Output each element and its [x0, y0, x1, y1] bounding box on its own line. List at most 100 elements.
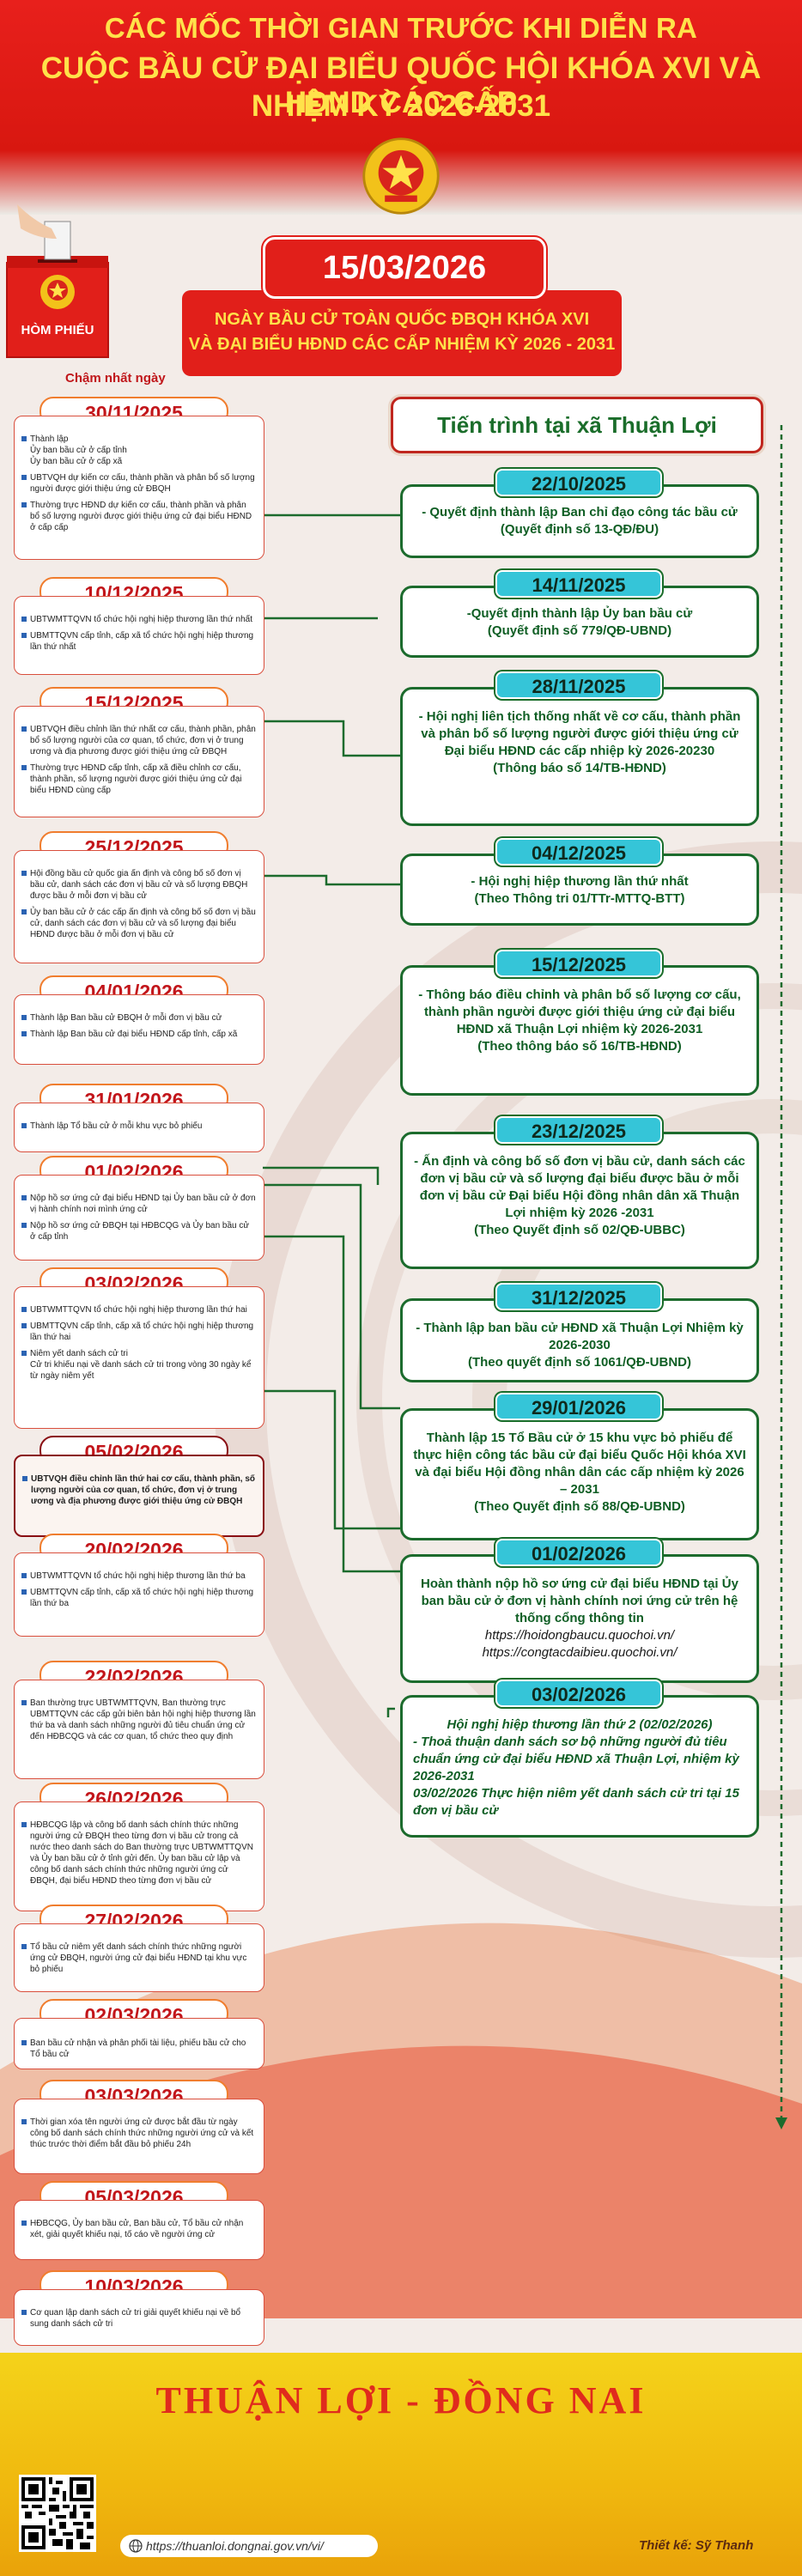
local-milestone-date: 31/12/2025: [495, 1283, 662, 1310]
header-line-3: NHIỆM KỲ 2026-2031: [251, 89, 551, 123]
left-task: UBMTTQVN cấp tỉnh, cấp xã tổ chức hội ng…: [21, 1321, 257, 1343]
local-process-title: Tiến trình tại xã Thuận Lợi: [391, 397, 763, 453]
left-task: UBTWMTTQVN tổ chức hội nghị hiệp thương …: [21, 1304, 257, 1315]
left-milestone-box: Thời gian xóa tên người ứng cử được bắt …: [14, 2099, 264, 2174]
left-task: UBTVQH điều chỉnh lần thứ nhất cơ cấu, t…: [21, 724, 257, 757]
local-milestone-ref: (Theo Thông tri 01/TTr-MTTQ-BTT): [474, 891, 685, 906]
left-milestone-box: Thành lập Tổ bầu cử ở mỗi khu vực bỏ phi…: [14, 1103, 264, 1152]
local-milestone-date: 23/12/2025: [495, 1116, 662, 1144]
local-milestone-box: Hoàn thành nộp hồ sơ ứng cử đại biểu HĐN…: [400, 1554, 759, 1683]
left-task: Niêm yết danh sách cử tri Cử tri khiếu n…: [21, 1348, 257, 1382]
left-milestone-box: Thành lập Ban bầu cử ĐBQH ở mỗi đơn vị b…: [14, 994, 264, 1065]
local-milestone-ref: (Thông báo số 14/TB-HĐND): [493, 761, 666, 775]
header-line-2: CUỘC BẦU CỬ ĐẠI BIỂU QUỐC HỘI KHÓA XVI V…: [40, 52, 762, 119]
left-task: UBTWMTTQVN tổ chức hội nghị hiệp thương …: [21, 614, 257, 625]
left-task: Ban thường trực UBTWMTTQVN, Ban thường t…: [21, 1698, 257, 1742]
local-milestone-box: - Ấn định và công bố số đơn vị bầu cử, d…: [400, 1132, 759, 1269]
local-milestone-ref: (Theo Quyết định số 88/QĐ-UBND): [474, 1499, 685, 1514]
local-milestone-date: 03/02/2026: [495, 1680, 662, 1707]
local-milestone-text: - Thoả thuận danh sách sơ bộ những người…: [413, 1735, 739, 1783]
local-milestone-text: - Hội nghị hiệp thương lần thứ nhất: [471, 874, 689, 889]
local-milestone-date: 04/12/2025: [495, 838, 662, 866]
left-task: Thành lập Ban bầu cử đại biểu HĐND cấp t…: [21, 1029, 257, 1040]
left-task: UBMTTQVN cấp tỉnh, cấp xã tổ chức hội ng…: [21, 630, 257, 653]
left-milestone-box: UBTVQH điều chỉnh lần thứ hai cơ cấu, th…: [14, 1455, 264, 1537]
left-task: Tổ bầu cử niêm yết danh sách chính thức …: [21, 1941, 257, 1975]
local-milestone-box: Hội nghị hiệp thương lần thứ 2 (02/02/20…: [400, 1695, 759, 1838]
left-task: Thành lập Ủy ban bầu cử ở cấp tỉnh Ủy ba…: [21, 434, 257, 467]
left-milestone-box: Ban thường trực UBTWMTTQVN, Ban thường t…: [14, 1680, 264, 1779]
election-description: NGÀY BẦU CỬ TOÀN QUỐC ĐBQH KHÓA XVI VÀ Đ…: [182, 290, 622, 376]
deadline-label: Chậm nhất ngày: [65, 371, 166, 386]
left-task: UBMTTQVN cấp tỉnh, cấp xã tổ chức hội ng…: [21, 1587, 257, 1609]
election-line-2: VÀ ĐẠI BIỂU HĐND CÁC CẤP NHIỆM KỲ 2026 -…: [188, 335, 616, 354]
local-milestone-ref: (Quyết định số 13-QĐ/ĐU): [500, 522, 659, 537]
election-date-badge: 15/03/2026: [263, 237, 546, 299]
left-milestone-box: UBTWMTTQVN tổ chức hội nghị hiệp thương …: [14, 596, 264, 675]
left-task: Cơ quan lập danh sách cử tri giải quyết …: [21, 2307, 257, 2330]
left-task: UBTVQH dự kiến cơ cấu, thành phần và phâ…: [21, 472, 257, 495]
local-milestone-text: - Quyết định thành lập Ban chỉ đạo công …: [422, 505, 738, 519]
left-milestone-box: Hội đồng bầu cử quốc gia ấn định và công…: [14, 850, 264, 963]
left-task: Thường trực HĐND cấp tỉnh, cấp xã điều c…: [21, 762, 257, 796]
left-task: Hội đồng bầu cử quốc gia ấn định và công…: [21, 868, 257, 902]
left-milestone-box: Tổ bầu cử niêm yết danh sách chính thức …: [14, 1923, 264, 1992]
local-milestone-text: Hội nghị hiệp thương lần thứ 2 (02/02/20…: [447, 1717, 713, 1732]
header-line-1: CÁC MỐC THỜI GIAN TRƯỚC KHI DIỄN RA: [104, 12, 698, 44]
local-milestone-text: Thành lập 15 Tổ Bầu cử ở 15 khu vực bỏ p…: [413, 1431, 746, 1497]
local-link[interactable]: https://congtacdaibieu.quochoi.vn/: [482, 1645, 677, 1660]
local-milestone-date: 29/01/2026: [495, 1393, 662, 1420]
left-task: UBTWMTTQVN tổ chức hội nghị hiệp thương …: [21, 1571, 257, 1582]
left-milestone-box: UBTVQH điều chỉnh lần thứ nhất cơ cấu, t…: [14, 706, 264, 817]
left-task: HĐBCQG lập và công bố danh sách chính th…: [21, 1820, 257, 1886]
left-milestone-box: Nộp hồ sơ ứng cử đại biểu HĐND tại Ủy ba…: [14, 1175, 264, 1261]
local-milestone-ref: (Theo Quyết định số 02/QĐ-UBBC): [474, 1223, 685, 1237]
website-url[interactable]: https://thuanloi.dongnai.gov.vn/vi/: [120, 2535, 378, 2557]
left-milestone-box: UBTWMTTQVN tổ chức hội nghị hiệp thương …: [14, 1552, 264, 1637]
left-task: Ủy ban bầu cử ở các cấp ấn định và công …: [21, 907, 257, 940]
footer-title: THUẬN LỢI - ĐỒNG NAI: [155, 2379, 647, 2421]
left-task: Ban bầu cử nhận và phân phối tài liệu, p…: [21, 2038, 257, 2060]
left-task: Nộp hồ sơ ứng cử ĐBQH tại HĐBCQG và Ủy b…: [21, 1220, 257, 1242]
local-milestone-box: - Thành lập ban bầu cử HĐND xã Thuận Lợi…: [400, 1298, 759, 1382]
left-milestone-box: Cơ quan lập danh sách cử tri giải quyết …: [14, 2289, 264, 2346]
local-link[interactable]: https://hoidongbaucu.quochoi.vn/: [484, 1628, 675, 1643]
left-milestone-box: HĐBCQG lập và công bố danh sách chính th…: [14, 1801, 264, 1911]
local-milestone-text: Hoàn thành nộp hồ sơ ứng cử đại biểu HĐN…: [421, 1577, 738, 1625]
left-task: Thời gian xóa tên người ứng cử được bắt …: [21, 2117, 257, 2150]
local-milestone-date: 14/11/2025: [495, 570, 662, 598]
local-milestone-text: - Thông báo điều chỉnh và phân bổ số lượ…: [418, 987, 741, 1036]
local-milestone-box: - Hội nghị liên tịch thống nhất về cơ cấ…: [400, 687, 759, 826]
left-task: Thường trực HĐND dự kiến cơ cấu, thành p…: [21, 500, 257, 533]
local-milestone-box: - Thông báo điều chỉnh và phân bổ số lượ…: [400, 965, 759, 1096]
ballot-box: HÒM PHIẾU: [0, 196, 129, 368]
local-milestone-date: 22/10/2025: [495, 469, 662, 496]
local-milestone-text: - Hội nghị liên tịch thống nhất về cơ cấ…: [418, 709, 741, 758]
left-task: UBTVQH điều chỉnh lần thứ hai cơ cấu, th…: [22, 1473, 256, 1507]
left-milestone-box: UBTWMTTQVN tổ chức hội nghị hiệp thương …: [14, 1286, 264, 1429]
local-milestone-box: Thành lập 15 Tổ Bầu cử ở 15 khu vực bỏ p…: [400, 1408, 759, 1540]
local-milestone-text: - Ấn định và công bố số đơn vị bầu cử, d…: [414, 1154, 745, 1220]
globe-icon: [129, 2539, 143, 2553]
local-milestone-date: 28/11/2025: [495, 671, 662, 699]
ballot-box-label: HÒM PHIẾU: [21, 323, 94, 337]
header-banner: CÁC MỐC THỜI GIAN TRƯỚC KHI DIỄN RA CUỘC…: [0, 0, 802, 215]
local-milestone-box: - Quyết định thành lập Ban chỉ đạo công …: [400, 484, 759, 558]
designer-credit: Thiết kế: Sỹ Thanh: [639, 2538, 754, 2553]
left-milestone-box: HĐBCQG, Ủy ban bầu cử, Ban bầu cử, Tổ bầ…: [14, 2200, 264, 2260]
left-task: Thành lập Ban bầu cử ĐBQH ở mỗi đơn vị b…: [21, 1012, 257, 1024]
local-milestone-ref: (Theo quyết định số 1061/QĐ-UBND): [467, 1355, 692, 1370]
left-milestone-box: Ban bầu cử nhận và phân phối tài liệu, p…: [14, 2018, 264, 2069]
national-emblem-icon: [362, 137, 440, 215]
qr-code-icon[interactable]: [19, 2475, 96, 2552]
left-task: HĐBCQG, Ủy ban bầu cử, Ban bầu cử, Tổ bầ…: [21, 2218, 257, 2240]
local-milestone-date: 15/12/2025: [495, 950, 662, 977]
local-milestone-text: - Thành lập ban bầu cử HĐND xã Thuận Lợi…: [416, 1321, 744, 1352]
local-milestone-ref: (Theo thông báo số 16/TB-HĐND): [477, 1039, 682, 1054]
ballot-box-icon: [6, 204, 109, 358]
left-milestone-box: Thành lập Ủy ban bầu cử ở cấp tỉnh Ủy ba…: [14, 416, 264, 560]
local-milestone-text: -Quyết định thành lập Ủy ban bầu cử: [466, 606, 693, 621]
local-milestone-ref: (Quyết định số 779/QĐ-UBND): [487, 623, 672, 638]
local-milestone-text: 03/02/2026 Thực hiện niêm yết danh sách …: [413, 1786, 739, 1818]
left-task: Thành lập Tổ bầu cử ở mỗi khu vực bỏ phi…: [21, 1121, 257, 1132]
